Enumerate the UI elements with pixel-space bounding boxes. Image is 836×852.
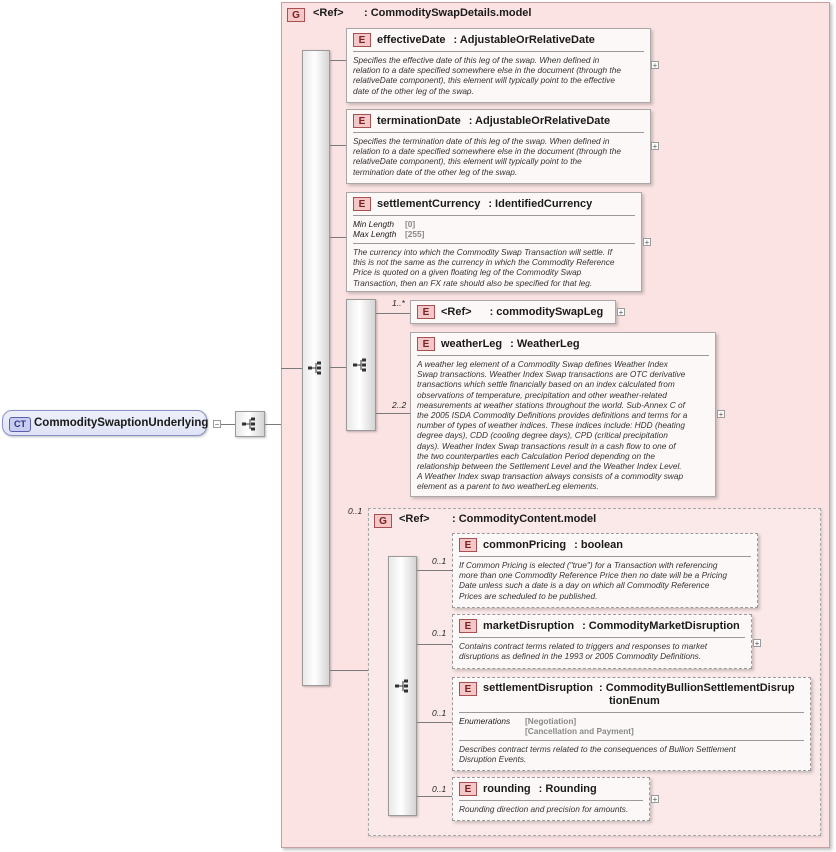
element-name: marketDisruption bbox=[483, 619, 575, 632]
occurrence-label: 0..1 bbox=[432, 628, 447, 638]
expand-icon[interactable]: + bbox=[643, 238, 651, 247]
element-badge: E bbox=[459, 782, 477, 796]
element-documentation: If Common Pricing is elected ("true") fo… bbox=[459, 560, 727, 601]
expand-icon[interactable]: + bbox=[651, 142, 659, 151]
group-badge: G bbox=[287, 8, 305, 22]
element-type: : Rounding bbox=[538, 782, 597, 795]
element-badge: E bbox=[459, 619, 477, 633]
element-badge: E bbox=[417, 337, 435, 351]
occurrence-label: 1..* bbox=[392, 298, 405, 308]
complex-type-node[interactable]: CT CommoditySwaptionUnderlying bbox=[2, 410, 209, 436]
occurrence-label: 0..1 bbox=[432, 556, 447, 566]
occurrence-label: 0..1 bbox=[432, 784, 447, 794]
inner-group-name: : CommodityContent.model bbox=[452, 513, 597, 525]
outer-group-name: : CommoditySwapDetails.model bbox=[364, 7, 532, 19]
element-name: : commoditySwapLeg bbox=[489, 305, 604, 318]
element-name: settlementCurrency bbox=[377, 197, 481, 210]
element-name: settlementDisruption bbox=[483, 682, 594, 694]
element-documentation: Contains contract terms related to trigg… bbox=[459, 641, 708, 662]
element-badge: E bbox=[353, 114, 371, 128]
element-type: : AdjustableOrRelativeDate bbox=[468, 114, 611, 127]
expand-icon[interactable]: + bbox=[717, 410, 725, 419]
sequence-icon bbox=[395, 679, 408, 693]
inner-group-ref: <Ref> bbox=[399, 513, 430, 525]
element-documentation: Specifies the effective date of this leg… bbox=[353, 55, 621, 96]
element-type: : CommodityMarketDisruption bbox=[582, 619, 740, 632]
sequence-icon bbox=[242, 417, 255, 431]
element-documentation: Describes contract terms related to the … bbox=[459, 744, 736, 765]
sequence-icon bbox=[353, 358, 366, 372]
occurrence-label: 0..1 bbox=[348, 506, 363, 516]
element-type: : WeatherLeg bbox=[510, 337, 580, 350]
element-badge: E bbox=[353, 33, 371, 47]
facet-max-length: Max Length[255] bbox=[353, 229, 425, 239]
complex-type-name: CommoditySwaptionUnderlying bbox=[34, 417, 209, 429]
occurrence-label: 2..2 bbox=[392, 400, 407, 410]
element-documentation: The currency into which the Commodity Sw… bbox=[353, 247, 615, 288]
expand-icon[interactable]: + bbox=[617, 308, 625, 317]
element-name: weatherLeg bbox=[441, 337, 503, 350]
element-settlement-disruption[interactable]: E settlementDisruption : CommodityBullio… bbox=[452, 677, 811, 771]
element-type: : AdjustableOrRelativeDate bbox=[453, 33, 595, 46]
expand-icon[interactable]: + bbox=[753, 639, 761, 648]
element-ref: <Ref> bbox=[441, 305, 472, 318]
sequence-icon bbox=[308, 361, 321, 375]
element-badge: E bbox=[459, 538, 477, 552]
element-commodity-swap-leg[interactable]: E <Ref> : commoditySwapLeg bbox=[410, 300, 616, 324]
element-type: : CommodityBullionSettlementDisrup tionE… bbox=[599, 682, 795, 707]
element-type: : IdentifiedCurrency bbox=[488, 197, 593, 210]
element-documentation: Specifies the termination date of this l… bbox=[353, 136, 621, 177]
element-name: effectiveDate bbox=[377, 33, 446, 46]
element-documentation: Rounding direction and precision for amo… bbox=[459, 804, 629, 814]
element-name: terminationDate bbox=[377, 114, 461, 127]
element-badge: E bbox=[353, 197, 371, 211]
element-type: : boolean bbox=[574, 538, 624, 551]
facet-enumerations: Enumerations [Negotiation][Cancellation … bbox=[459, 716, 634, 736]
expand-icon[interactable]: + bbox=[651, 795, 659, 804]
outer-group-ref: <Ref> bbox=[313, 7, 344, 19]
element-name: commonPricing bbox=[483, 538, 567, 551]
element-documentation: A weather leg element of a Commodity Swa… bbox=[417, 359, 688, 492]
element-badge: E bbox=[459, 682, 477, 696]
group-badge: G bbox=[374, 514, 392, 528]
collapse-icon[interactable]: − bbox=[213, 420, 221, 429]
complex-type-badge: CT bbox=[9, 417, 31, 432]
facet-min-length: Min Length[0] bbox=[353, 219, 416, 229]
element-name: rounding bbox=[483, 782, 531, 795]
element-badge: E bbox=[417, 305, 435, 319]
expand-icon[interactable]: + bbox=[651, 61, 659, 70]
legs-sequence[interactable] bbox=[346, 299, 376, 431]
occurrence-label: 0..1 bbox=[432, 708, 447, 718]
